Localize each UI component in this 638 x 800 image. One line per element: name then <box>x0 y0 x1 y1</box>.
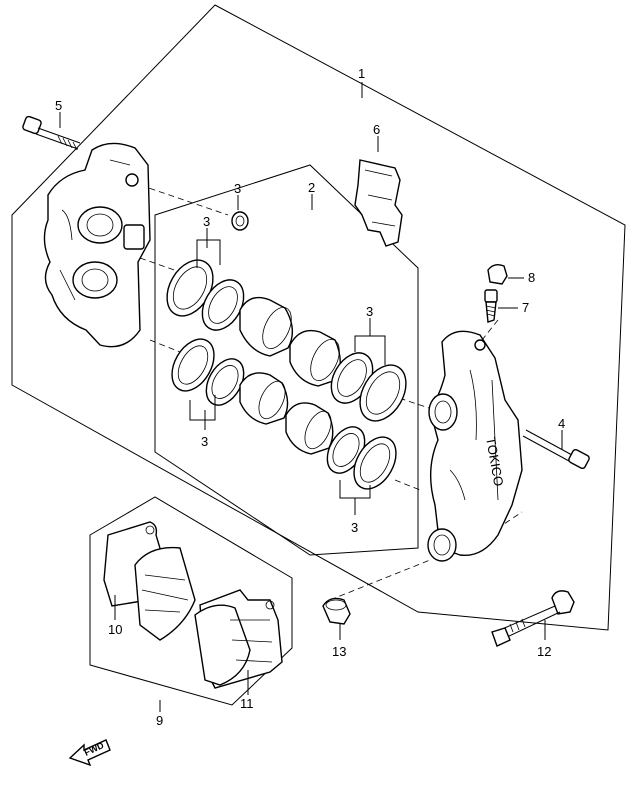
callout-4: 4 <box>558 416 565 431</box>
bolt-part-5 <box>22 115 81 151</box>
brake-pad-part-11 <box>194 589 283 695</box>
callout-9: 9 <box>156 713 163 728</box>
lower-right-seal-rings <box>326 426 397 490</box>
upper-right-seal-rings <box>330 352 407 422</box>
forward-arrow-icon: FWD <box>68 739 111 767</box>
lower-seal-rings <box>171 338 245 406</box>
callout-2: 2 <box>308 180 315 195</box>
bleeder-screw-part-7 <box>484 289 518 323</box>
small-seal-ring <box>231 211 249 231</box>
callout-13: 13 <box>332 644 346 659</box>
callout-1: 1 <box>358 66 365 81</box>
bolt-part-4 <box>522 429 590 470</box>
right-caliper-half: TOKICO <box>427 330 523 562</box>
pad-set-boundary-9 <box>89 496 293 706</box>
callout-labels: 1 2 3 3 3 3 3 4 5 6 7 8 9 10 11 12 13 <box>55 66 565 728</box>
left-caliper-half <box>43 142 151 348</box>
callout-leaders <box>59 82 379 712</box>
brake-pad-part-10 <box>103 521 196 641</box>
callout-6: 6 <box>373 122 380 137</box>
upper-seal-rings <box>166 259 245 331</box>
upper-pistons <box>239 296 341 387</box>
callout-3a: 3 <box>234 181 241 196</box>
callout-8: 8 <box>528 270 535 285</box>
bleeder-cap-part-8 <box>487 263 524 285</box>
callout-3d: 3 <box>366 304 373 319</box>
part-3-leader-brackets <box>189 228 386 515</box>
callout-3b: 3 <box>203 214 210 229</box>
callout-12: 12 <box>537 644 551 659</box>
callout-10: 10 <box>108 622 122 637</box>
callout-3e: 3 <box>351 520 358 535</box>
callout-11: 11 <box>240 696 254 711</box>
callout-7: 7 <box>522 300 529 315</box>
pad-spring-part-6 <box>354 159 403 247</box>
lower-pistons <box>239 372 334 455</box>
callout-3c: 3 <box>201 434 208 449</box>
bolt-part-12 <box>491 590 575 647</box>
sleeve-part-13 <box>322 597 351 640</box>
assembly-boundary-1 <box>11 4 626 631</box>
seal-kit-boundary-2 <box>154 164 419 556</box>
callout-5: 5 <box>55 98 62 113</box>
